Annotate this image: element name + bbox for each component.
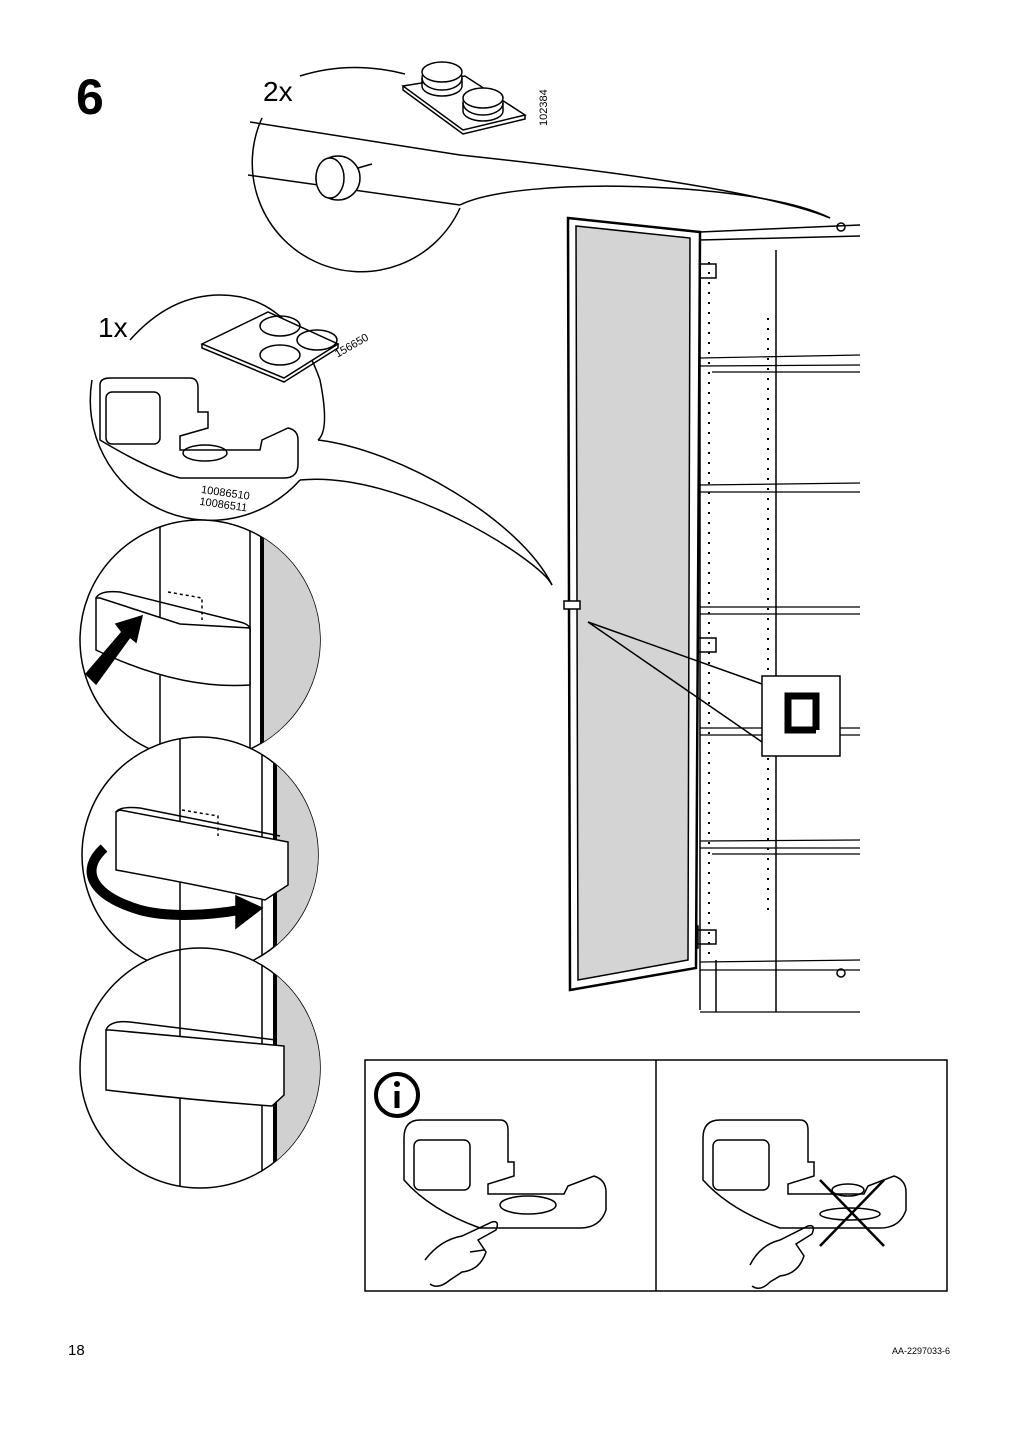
info-icon <box>374 1072 420 1118</box>
step-circle-2 <box>81 736 319 974</box>
cabinet-illustration <box>563 216 861 1013</box>
handle-detail-callout <box>89 294 553 586</box>
bumper-quantity: 2x <box>263 76 293 107</box>
bumper-detail-callout <box>247 66 831 273</box>
pad-quantity: 1x <box>98 312 128 343</box>
step-circle-1 <box>79 519 321 761</box>
step-circle-3 <box>79 947 321 1189</box>
cross-mark-icon <box>819 1179 885 1247</box>
step-number: 6 <box>76 69 104 125</box>
bumper-sheet-icon <box>401 61 527 135</box>
document-code: AA-2297033-6 <box>891 1346 950 1356</box>
finger-press-pad <box>424 1220 499 1287</box>
bumper-part-number: 102384 <box>538 89 550 126</box>
page-number: 18 <box>68 1342 85 1359</box>
info-panel <box>364 1059 948 1292</box>
